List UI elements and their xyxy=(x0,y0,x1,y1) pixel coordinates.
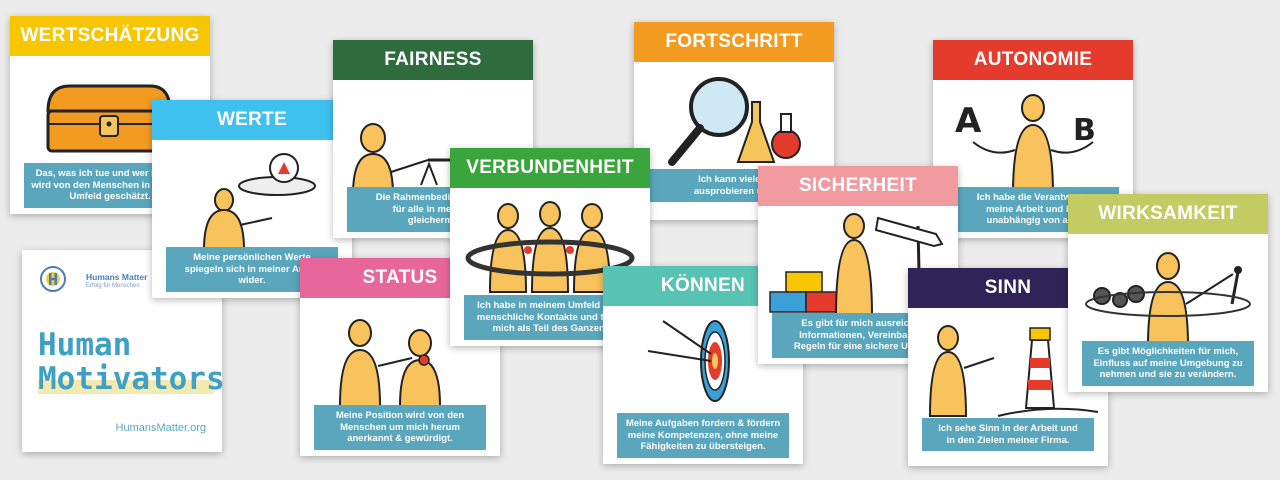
card-sicherheit-title: SICHERHEIT xyxy=(758,166,958,206)
svg-text:A: A xyxy=(955,101,982,141)
card-wirksamkeit: WIRKSAMKEIT Es gibt Möglichkeiten für mi… xyxy=(1068,194,1268,392)
card-fortschritt-title: FORTSCHRITT xyxy=(634,22,834,62)
humans-matter-logo-icon xyxy=(40,266,66,292)
card-verbundenheit-title: VERBUNDENHEIT xyxy=(450,148,650,188)
card-wirksamkeit-text: Es gibt Möglichkeiten für mich, Einfluss… xyxy=(1082,341,1254,386)
brand-title-line2: Motivators xyxy=(38,361,225,397)
blocks-signpost-icon xyxy=(769,213,944,319)
card-sinn-text: Ich sehe Sinn in der Arbeit und in den Z… xyxy=(922,418,1094,451)
card-fairness-title: FAIRNESS xyxy=(333,40,533,80)
card-werte-title: WERTE xyxy=(152,100,352,140)
card-koennen-text: Meine Aufgaben fordern & fördern meine K… xyxy=(617,413,789,458)
compass-on-tray-icon xyxy=(202,153,316,251)
letters-a-b-icon: A B xyxy=(955,94,1096,195)
three-figures-ring-icon xyxy=(465,201,635,293)
brand-url: HumansMatter.org xyxy=(115,422,206,434)
card-sicherheit: SICHERHEIT Es gibt für mich ausreich Inf… xyxy=(758,166,958,364)
svg-text:B: B xyxy=(1073,113,1096,148)
card-autonomie-title: AUTONOMIE xyxy=(933,40,1133,80)
treasure-chest-icon xyxy=(46,84,172,153)
logo-name: Humans Matter xyxy=(86,272,148,282)
arrows-target-icon xyxy=(647,320,730,402)
magnifier-flasks-icon xyxy=(668,77,801,166)
card-wertschaetzung-title: WERTSCHÄTZUNG xyxy=(10,16,210,56)
card-status-text: Meine Position wird von den Menschen um … xyxy=(314,405,486,450)
figure-lighthouse-icon xyxy=(928,325,1099,417)
card-wirksamkeit-title: WIRKSAMKEIT xyxy=(1068,194,1268,234)
title-highlight xyxy=(38,380,214,394)
logo-tagline: Erfolg für Menschen xyxy=(86,283,140,289)
two-figures-medal-icon xyxy=(338,319,442,407)
gears-lever-icon xyxy=(1085,252,1251,347)
brand-title-line1: Human xyxy=(38,327,132,363)
